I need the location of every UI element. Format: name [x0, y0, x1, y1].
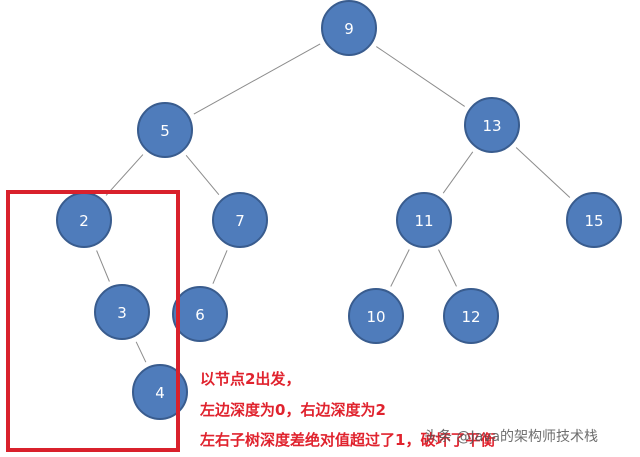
edge-13-15 — [515, 147, 571, 198]
annotation-line-2: 左边深度为0，右边深度为2 — [200, 401, 386, 419]
tree-node-3: 3 — [94, 284, 150, 340]
node-circle — [348, 288, 404, 344]
node-circle — [443, 288, 499, 344]
tree-node-6: 6 — [172, 286, 228, 342]
tree-nodes: 9 5 13 2 7 11 15 3 6 10 12 4 — [56, 0, 622, 420]
edge-11-12 — [438, 249, 457, 287]
node-label: 12 — [461, 308, 480, 326]
tree-edges — [96, 43, 571, 363]
node-label: 7 — [235, 212, 245, 230]
node-circle — [137, 102, 193, 158]
edge-5-2 — [105, 154, 144, 196]
edge-11-10 — [390, 249, 410, 287]
edge-7-6 — [212, 250, 228, 284]
annotation-line-1: 以节点2出发， — [200, 370, 301, 388]
edge-9-13 — [376, 46, 465, 107]
tree-node-11: 11 — [396, 192, 452, 248]
node-label: 2 — [79, 212, 89, 230]
tree-node-2: 2 — [56, 192, 112, 248]
node-label: 3 — [117, 304, 127, 322]
node-circle — [321, 0, 377, 56]
node-label: 10 — [366, 308, 385, 326]
tree-node-13: 13 — [464, 97, 520, 153]
node-label: 9 — [344, 20, 354, 38]
node-circle — [212, 192, 268, 248]
watermark: 头条 @Java的架构师技术栈 — [424, 429, 599, 445]
edge-5-7 — [185, 155, 220, 195]
edge-3-4 — [135, 341, 147, 363]
tree-node-12: 12 — [443, 288, 499, 344]
node-circle — [464, 97, 520, 153]
node-circle — [132, 364, 188, 420]
node-circle — [172, 286, 228, 342]
edge-2-3 — [96, 250, 110, 282]
highlight-box-subtree-2 — [6, 190, 180, 452]
edge-9-5 — [193, 43, 321, 115]
tree-node-5: 5 — [137, 102, 193, 158]
node-circle — [396, 192, 452, 248]
node-label: 5 — [160, 122, 170, 140]
node-label: 11 — [414, 212, 433, 230]
node-label: 15 — [584, 212, 603, 230]
tree-node-4: 4 — [132, 364, 188, 420]
edge-13-11 — [442, 151, 474, 194]
node-label: 13 — [482, 117, 501, 135]
node-circle — [94, 284, 150, 340]
tree-node-9: 9 — [321, 0, 377, 56]
node-label: 6 — [195, 306, 205, 324]
tree-node-15: 15 — [566, 192, 622, 248]
tree-node-10: 10 — [348, 288, 404, 344]
annotation-line-3: 左右子树深度差绝对值超过了1，破坏了平衡 — [200, 431, 496, 449]
node-label: 4 — [155, 384, 165, 402]
tree-node-7: 7 — [212, 192, 268, 248]
node-circle — [566, 192, 622, 248]
